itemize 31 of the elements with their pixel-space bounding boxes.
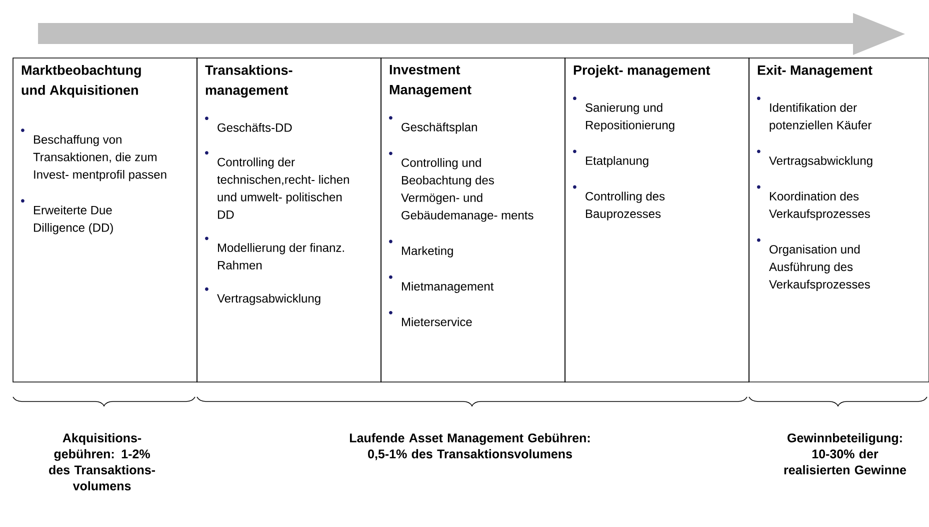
bullet-text: Vertragsabwicklung [217,294,320,306]
bullet-text: Marketing [402,246,453,258]
stage-column [564,58,750,382]
bullet-text: Beschaffung von Transaktionen, die zum Invest- mentprofil passen [33,134,166,182]
bullet-text: Sanierung und Repositionierung [586,103,674,132]
bullet-text: Geschäftsplan [402,122,477,134]
stage-column [748,58,929,382]
stage-column [380,58,566,382]
fee-note: Laufende Asset Management Gebühren: 0,5-1% des Transaktionsvolumens [350,433,590,460]
bullet-text: Modellierung der finanz. Rahmen [218,243,344,270]
bullet-text: Mieterservice [402,317,472,326]
bullet-text: Etatplanung [586,156,648,168]
bullet-text: Mietmanagement [402,282,494,293]
bullet-text: Organisation und Ausführung des Verkaufsprozesses [769,244,870,291]
bullet-text: Geschäfts-DD [218,123,292,132]
fee-note: Gewinnbeteiligung: 10-30% der realisierten Gewinne [784,433,906,474]
column-heading: Exit- Management [758,64,872,78]
bullet-text: Controlling und Beobachtung des Vermögen- und Gebäudemanage- ments [401,158,534,222]
column-heading: Marktbeobachtung und Akquisitionen [22,64,141,98]
column-heading: Transaktions- management [205,64,292,98]
column-heading: Investment Management [390,65,472,98]
bullet-text: Koordination des Verkaufsprozesses [769,192,870,220]
column-heading: Projekt- management [574,64,710,78]
bullet-text: Erweiterte Due Dilligence (DD) [34,206,113,234]
bullet-text: Identifikation der potenziellen Käufer [770,103,872,132]
bullet-text: Vertragsabwicklung [769,156,872,168]
bullet-text: Controlling der technischen,recht- lichen und umwelt- politischen DD [217,158,349,219]
fee-note: Akquisitions- gebühren: 1-2% des Transaktions- volumens [49,433,155,490]
bullet-text: Controlling des Bauprozesses [586,192,665,220]
stage-column [196,58,382,382]
stage-column [12,58,198,382]
